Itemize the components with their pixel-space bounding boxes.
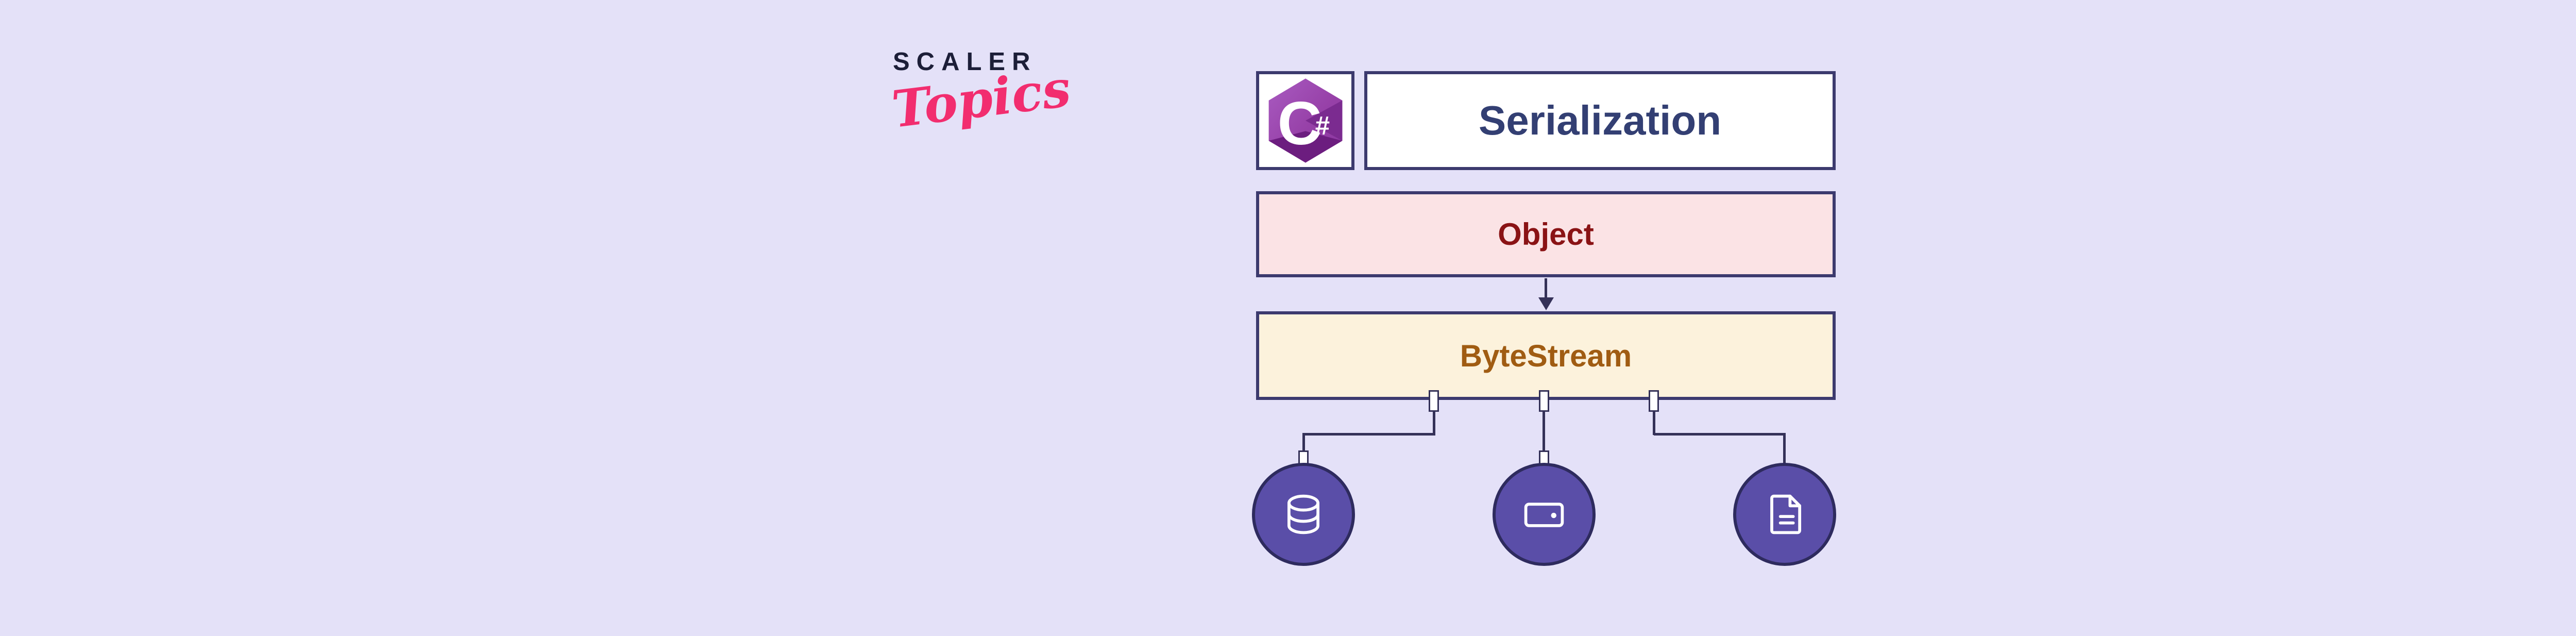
connector-middle-drop bbox=[1543, 412, 1545, 453]
document-node bbox=[1733, 463, 1836, 566]
bytestream-port-right bbox=[1649, 390, 1659, 412]
title-box: Serialization bbox=[1364, 71, 1836, 170]
memory-icon bbox=[1524, 503, 1564, 527]
csharp-logo-box: C # bbox=[1256, 71, 1354, 170]
csharp-hash: # bbox=[1315, 111, 1329, 140]
memory-node bbox=[1493, 463, 1596, 566]
object-node: Object bbox=[1256, 191, 1836, 277]
object-to-bytestream-arrow-line bbox=[1545, 278, 1547, 298]
database-icon bbox=[1287, 494, 1319, 534]
connector-left-run bbox=[1302, 433, 1435, 436]
csharp-icon: C # bbox=[1268, 78, 1342, 163]
diagram-title: Serialization bbox=[1478, 97, 1722, 143]
scaler-topics-logo: SCALER Topics bbox=[889, 47, 1074, 140]
connector-left-drop bbox=[1433, 412, 1435, 435]
object-to-bytestream-arrowhead-icon bbox=[1538, 297, 1554, 310]
database-node bbox=[1252, 463, 1355, 566]
connector-right-run bbox=[1654, 433, 1786, 436]
connector-left-tail bbox=[1302, 433, 1305, 453]
brand-name: SCALER bbox=[893, 48, 1037, 76]
connector-right-drop bbox=[1653, 412, 1655, 435]
bytestream-port-left bbox=[1429, 390, 1439, 412]
connector-right-tail bbox=[1783, 433, 1786, 465]
document-icon bbox=[1770, 494, 1802, 534]
object-label: Object bbox=[1498, 217, 1594, 252]
bytestream-node: ByteStream bbox=[1256, 311, 1836, 400]
bytestream-label: ByteStream bbox=[1460, 338, 1632, 373]
bytestream-port-middle bbox=[1539, 390, 1549, 412]
csharp-letter-c: C bbox=[1277, 89, 1321, 158]
